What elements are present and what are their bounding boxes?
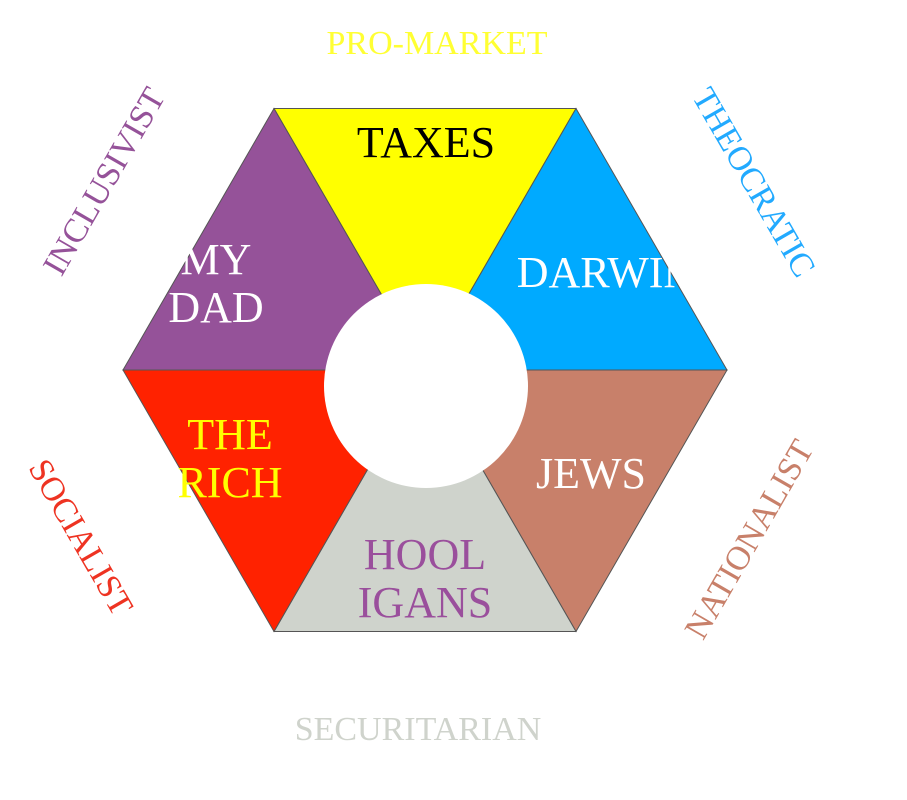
outer-label-socialist: SOCIALIST bbox=[21, 453, 140, 622]
segment-label-jews: JEWS bbox=[536, 449, 646, 498]
outer-label-pro-market: PRO-MARKET bbox=[326, 25, 547, 62]
outer-label-theocratic: THEOCRATIC bbox=[684, 82, 822, 284]
segment-label-darwin: DARWIN bbox=[517, 248, 695, 297]
segment-my-dad bbox=[122, 107, 426, 371]
outer-label-inclusivist: INCLUSIVIST bbox=[36, 81, 173, 281]
outer-label-securitarian: SECURITARIAN bbox=[295, 711, 542, 748]
segment-label-taxes: TAXES bbox=[357, 118, 495, 167]
center-hole bbox=[324, 284, 528, 488]
outer-label-nationalist: NATIONALIST bbox=[678, 434, 822, 646]
